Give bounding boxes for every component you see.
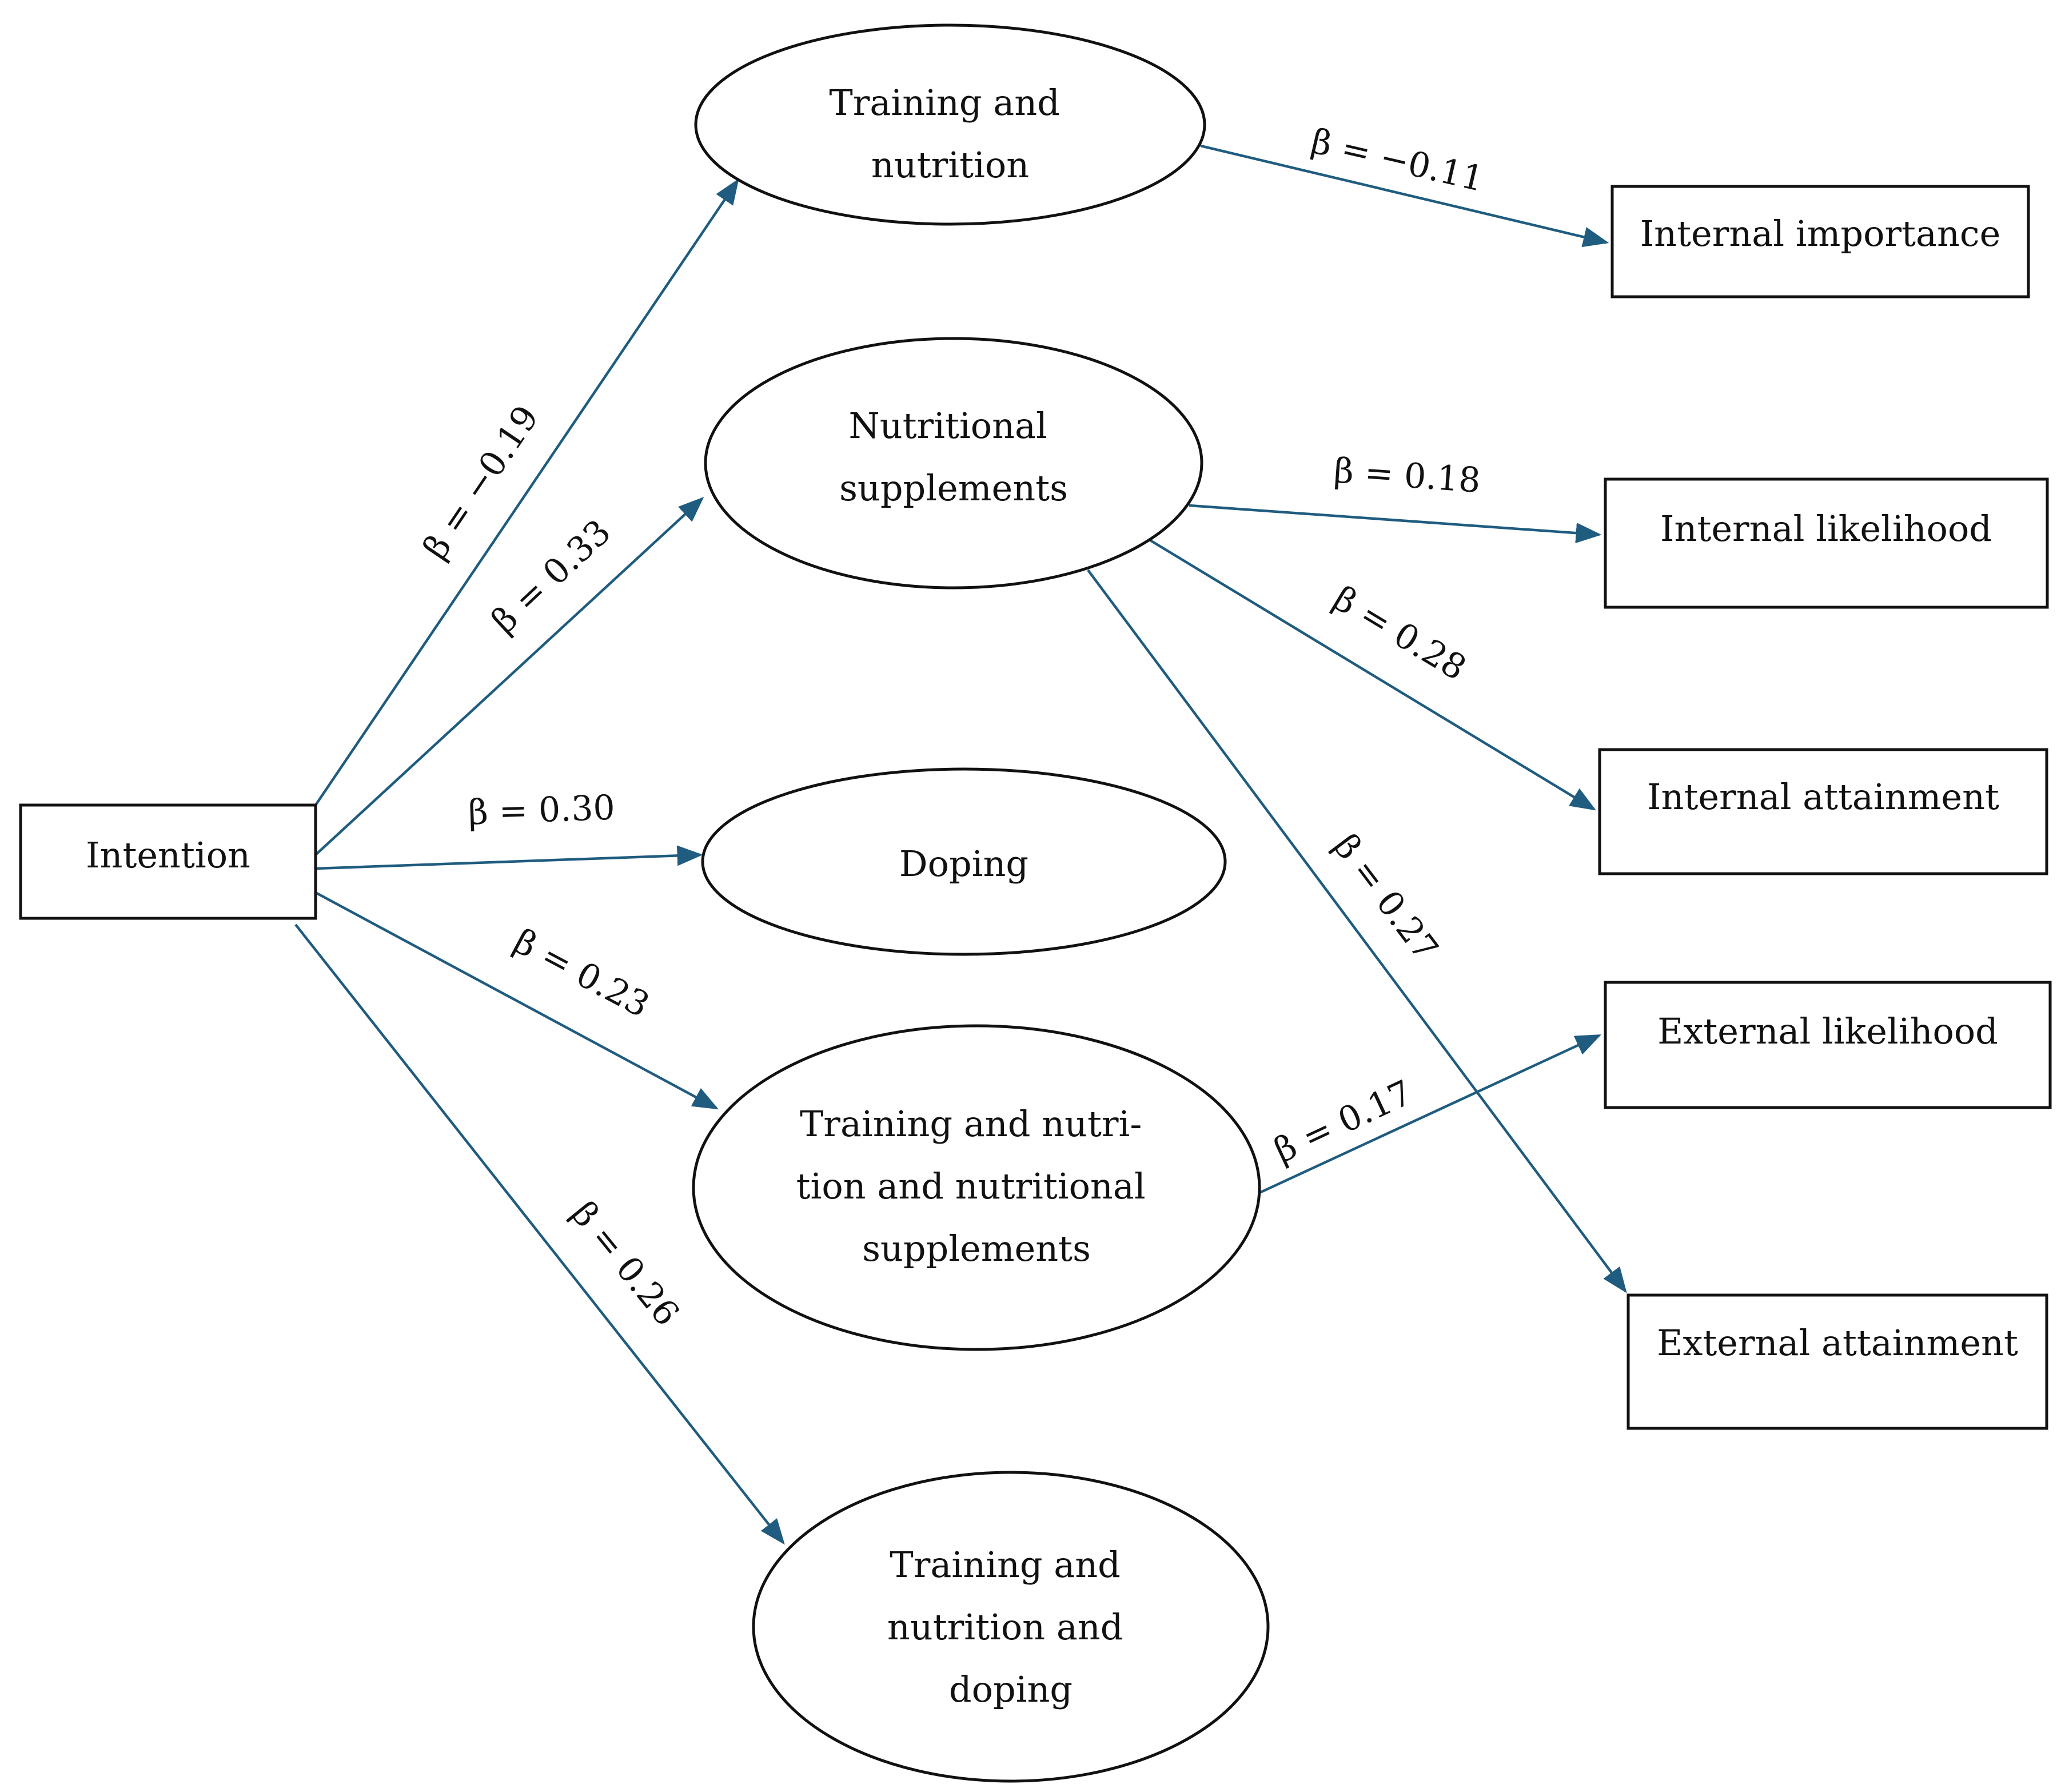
node-label: supplements [862, 1228, 1091, 1269]
node-doping: Doping [701, 767, 1227, 956]
node-label: External attainment [1657, 1322, 2018, 1364]
node-external-likelihood: External likelihood [1604, 981, 2052, 1109]
svg-text:Intention: Intention [86, 834, 250, 876]
beta-label: β = 0.17 [1268, 1073, 1418, 1171]
arrow-intention-to-tn-supplements [314, 891, 719, 1110]
node-label: nutrition [871, 144, 1029, 186]
arrow-tn-supplements-to-external-likelihood [1259, 1034, 1602, 1194]
beta-label: β = 0.27 [1326, 827, 1446, 968]
svg-text:Nutritional supplement: Nutritional supplements [839, 405, 1068, 509]
node-internal-importance: Internal importance [1610, 185, 2030, 298]
arrow-supplements-to-internal-likelihood [1189, 504, 1602, 544]
node-label: External likelihood [1657, 1010, 1998, 1052]
arrow-training-nutrition-to-internal-importance [1200, 144, 1609, 248]
node-label: tion and nutritional [796, 1165, 1146, 1207]
node-tn-supplements: Training and nutri- tion and nutritional… [692, 1024, 1261, 1351]
arrow-intention-to-nutritional-supplements [314, 496, 704, 856]
node-label: Internal attainment [1647, 776, 1999, 818]
node-label: doping [949, 1668, 1073, 1710]
node-label: Internal likelihood [1660, 508, 1992, 549]
node-label: Training and [890, 1544, 1120, 1586]
svg-text:Internal likelihood: Internal likelihood [1660, 508, 1992, 549]
beta-label: β = 0.26 [564, 1194, 687, 1334]
svg-text:Internal attainment: Internal attainment [1647, 776, 1999, 818]
node-internal-attainment: Internal attainment [1598, 748, 2048, 875]
node-label: Intention [86, 834, 250, 876]
arrow-supplements-to-internal-attainment [1149, 539, 1596, 811]
node-label: nutrition and [887, 1606, 1123, 1648]
svg-text:Doping: Doping [899, 843, 1028, 885]
beta-label: β = 0.23 [508, 921, 656, 1025]
arrow-supplements-to-external-attainment [1087, 569, 1627, 1293]
beta-label: β = −0.11 [1307, 121, 1488, 200]
beta-label: β = 0.30 [468, 788, 616, 833]
arrow-intention-to-training-nutrition [314, 178, 739, 806]
beta-label: β = 0.33 [484, 512, 619, 641]
node-label: Training and nutri- [800, 1103, 1142, 1145]
node-nutritional-supplements: Nutritional supplements [704, 337, 1203, 590]
node-label: Doping [899, 843, 1028, 885]
diagram-nodes: Intention Training and nutrition Nutriti… [19, 23, 2052, 1783]
svg-text:Training and nutrition: Training and nutrition [829, 82, 1071, 186]
node-label: Internal importance [1640, 213, 2001, 254]
node-training-nutrition: Training and nutrition [694, 23, 1206, 226]
svg-text:Training and nutri- ti: Training and nutri- tion and nutritional… [796, 1103, 1157, 1269]
node-label: Nutritional [848, 405, 1047, 447]
node-internal-likelihood: Internal likelihood [1604, 477, 2049, 609]
svg-text:Training and nutrition: Training and nutrition and doping [887, 1544, 1134, 1710]
svg-text:External attainment: External attainment [1657, 1322, 2018, 1364]
beta-label: β = 0.28 [1326, 579, 1473, 688]
beta-label: β = −0.19 [416, 399, 547, 567]
svg-text:External likelihood: External likelihood [1657, 1010, 1998, 1052]
path-arrows [294, 144, 1627, 1545]
beta-label: β = 0.18 [1333, 451, 1482, 501]
node-label: Training and [829, 82, 1059, 124]
node-label: supplements [839, 467, 1068, 509]
arrow-intention-to-doping [315, 845, 703, 870]
svg-text:Internal importance: Internal importance [1640, 213, 2001, 254]
arrow-intention-to-tn-doping [294, 923, 785, 1545]
node-tn-doping: Training and nutrition and doping [752, 1471, 1270, 1783]
node-external-attainment: External attainment [1627, 1293, 2048, 1430]
node-intention: Intention [19, 803, 317, 920]
